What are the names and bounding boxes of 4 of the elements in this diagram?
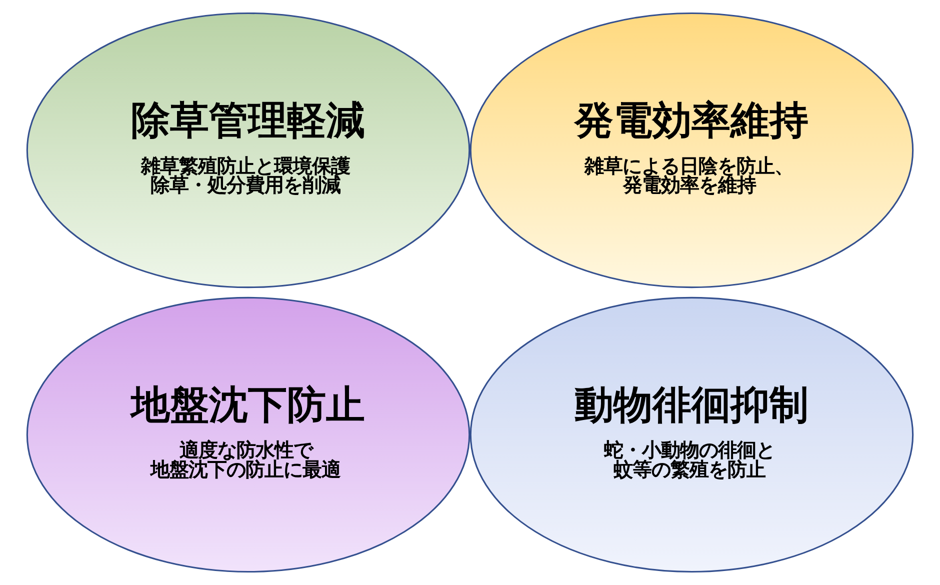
- node-ellipse: 地盤沈下防止 適度な防水性で地盤沈下の防止に最適: [26, 296, 470, 573]
- node-ellipse: 動物徘徊抑制 蛇・小動物の徘徊と蚊等の繁殖を防止: [470, 296, 914, 573]
- node-ellipse: 除草管理軽減 雑草繁殖防止と環境保護 除草・処分費用を削減: [26, 12, 470, 288]
- node-ellipse: 発電効率維持 雑草による日陰を防止、発電効率を維持: [470, 12, 914, 288]
